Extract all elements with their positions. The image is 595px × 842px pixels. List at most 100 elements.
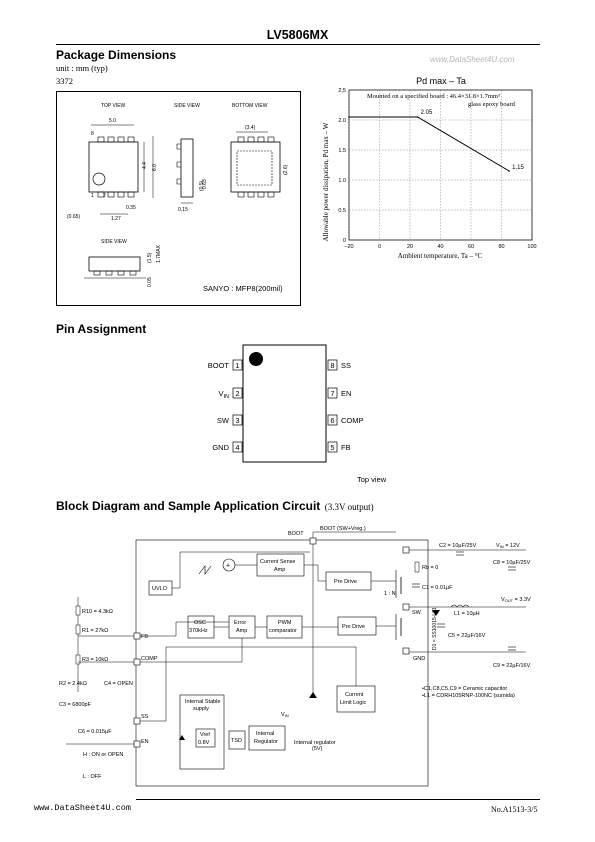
- bd-regulator: Regulator: [254, 739, 278, 745]
- pd-ytick-label: 1.5: [338, 148, 346, 154]
- bd-en: EN: [141, 739, 149, 745]
- bd-ratio: 1 : N: [384, 591, 396, 597]
- pin-num-4: 4: [235, 443, 239, 452]
- bd-comp: COMP: [141, 656, 158, 662]
- bd-vout: VOUT = 3.3V: [501, 597, 531, 603]
- pd-xtick-label: 100: [527, 244, 536, 250]
- dim-3.4: (3.4): [245, 125, 256, 131]
- view-label-side2: SIDE VIEW: [101, 239, 127, 245]
- zener-icon: [179, 735, 185, 740]
- bd-error: Error: [234, 620, 246, 626]
- pd-ytick-label: 2.0: [338, 118, 346, 124]
- pin-num-2: 2: [235, 389, 239, 398]
- bd-l1: L1 = 10µH: [454, 611, 480, 617]
- bd-int-reg: Internal regulator: [294, 740, 336, 746]
- bd-vref: Vref: [200, 732, 210, 738]
- pin1-dot: [249, 352, 263, 366]
- dim-0.63: 0.63: [202, 179, 208, 189]
- pd-xtick-label: 80: [498, 244, 504, 250]
- bd-pwm: PWM: [278, 620, 292, 626]
- bd-uvlo: UVLO: [152, 586, 168, 592]
- pin-num-6: 6: [330, 416, 334, 425]
- bd-c8: C8 = 10µF/25V: [493, 560, 531, 566]
- bd-internal-stable: Internal Stable: [185, 699, 220, 705]
- pin-name-fb: FB: [341, 443, 351, 452]
- bd-gnd: GND: [413, 656, 425, 662]
- bd-rb: Rb = 0: [422, 565, 438, 571]
- pin-name-ss: SS: [341, 361, 351, 370]
- pd-xtick-label: 0: [378, 244, 381, 250]
- pin-num-5: 5: [330, 443, 334, 452]
- dim-0.05: 0.05: [147, 277, 153, 287]
- diode-d1: [432, 610, 440, 616]
- bd-note-a: •C1,C8,C5,C9 = Ceramic capacitor: [422, 686, 507, 692]
- block-diagram: BOOT BOOT (SW+Vreg.) UVLO + Current Sens…: [59, 526, 531, 787]
- dim-6.0: 6.0: [152, 164, 158, 171]
- dim-pin1: 1: [91, 193, 94, 199]
- vref-block: [195, 728, 216, 748]
- bd-r1: R1 = 27kΩ: [82, 628, 108, 634]
- package-sanyo-label: SANYO : MFP8(200mil): [203, 284, 283, 293]
- view-label-top: TOP VIEW: [101, 103, 126, 109]
- pin-num-8: 8: [330, 361, 334, 370]
- bd-current-sense: Current Sense: [260, 559, 295, 565]
- bd-c3: C3 = 6800pF: [59, 702, 92, 708]
- ramp-symbol: [198, 565, 212, 575]
- bd-d1: D1 = SS10015-L01: [432, 607, 438, 650]
- package-unit: unit : mm (typ): [56, 63, 108, 73]
- view-label-bottom: BOTTOM VIEW: [232, 103, 268, 109]
- bd-ss: SS: [141, 714, 149, 720]
- svg-text:VIN: VIN: [281, 712, 289, 718]
- pd-chart-note1: Mounted on a specified board : 46.4×31.8…: [367, 93, 500, 100]
- bd-pre-drive-2: Pre Drive: [342, 624, 365, 630]
- dim-0.65: (0.65): [67, 214, 80, 220]
- pin-name-comp: COMP: [341, 416, 364, 425]
- document-title: LV5806MX: [266, 28, 329, 42]
- bd-vin12: VIN = 12V: [496, 543, 520, 549]
- pd-ytick-label: 2,5: [338, 88, 346, 94]
- view-label-side: SIDE VIEW: [174, 103, 200, 109]
- footer-page-number: No.A1513-3/5: [491, 805, 538, 814]
- dim-0.5: (0.5): [199, 180, 205, 191]
- pd-chart-xlabel: Ambient temperature, Ta – °C: [398, 252, 483, 260]
- bd-supply: supply: [193, 706, 209, 712]
- pin-num-7: 7: [330, 389, 334, 398]
- pin-diagram: 1 BOOT 2 VIN 3 SW 4 GND 8 SS 7 EN 6 COMP…: [208, 344, 387, 484]
- footer-rule: [136, 799, 540, 800]
- bd-tsd: TSD: [231, 738, 242, 744]
- pd-label-2.05: 2.05: [421, 110, 433, 116]
- bd-note-b: •L1 = CDRH105RNP-100NC (sumida): [422, 693, 515, 699]
- pd-xtick-label: 20: [407, 244, 413, 250]
- bd-c1: C1 = 0.01µF: [422, 585, 453, 591]
- bd-c4: C4 = OPEN: [104, 681, 133, 687]
- bd-boot-sw: BOOT (SW+Vreg.): [320, 526, 366, 532]
- pd-chart-title: Pd max – Ta: [416, 76, 466, 86]
- pd-xtick-label: 40: [437, 244, 443, 250]
- pin-name-en: EN: [341, 389, 351, 398]
- bd-current-limit: Current: [345, 692, 364, 698]
- pd-chart-ylabel: Allowable power dissipation, Pd max – W: [322, 122, 330, 241]
- bd-pre-drive-1: Pre Drive: [334, 579, 357, 585]
- bd-limit-logic: Limit Logic: [340, 700, 367, 706]
- inductor-l1: [450, 604, 470, 608]
- bd-osc-freq: 370kHz: [189, 628, 208, 634]
- pd-ytick-label: 0.5: [338, 208, 346, 214]
- block-heading: Block Diagram and Sample Application Cir…: [56, 499, 374, 513]
- dim-1.27: 1.27: [111, 216, 121, 222]
- pd-chart-note2: glass epoxy board: [468, 101, 516, 108]
- bd-c2: C2 = 10µF/25V: [439, 543, 477, 549]
- pin-num-3: 3: [235, 416, 239, 425]
- dim-4.4: 4.4: [142, 162, 148, 169]
- footer-watermark: www.DataSheet4U.com: [34, 803, 131, 813]
- bd-v08: 0.8V: [198, 740, 210, 746]
- bd-c6: C6 = 0.015µF: [78, 729, 112, 735]
- pd-chart: Pd max – Ta Allowable power dissipation,…: [322, 76, 537, 260]
- dim-2.6: (2.6): [283, 164, 289, 175]
- dim-0.15: 0.15: [178, 207, 188, 213]
- pd-ytick-label: 0: [343, 238, 346, 244]
- pin-name-gnd: GND: [212, 443, 229, 452]
- bd-r10: R10 = 4.3kΩ: [82, 609, 113, 615]
- dim-0.35: 0.35: [126, 205, 136, 211]
- pin-name-vin: VIN: [218, 389, 229, 400]
- header-rule: [56, 44, 540, 45]
